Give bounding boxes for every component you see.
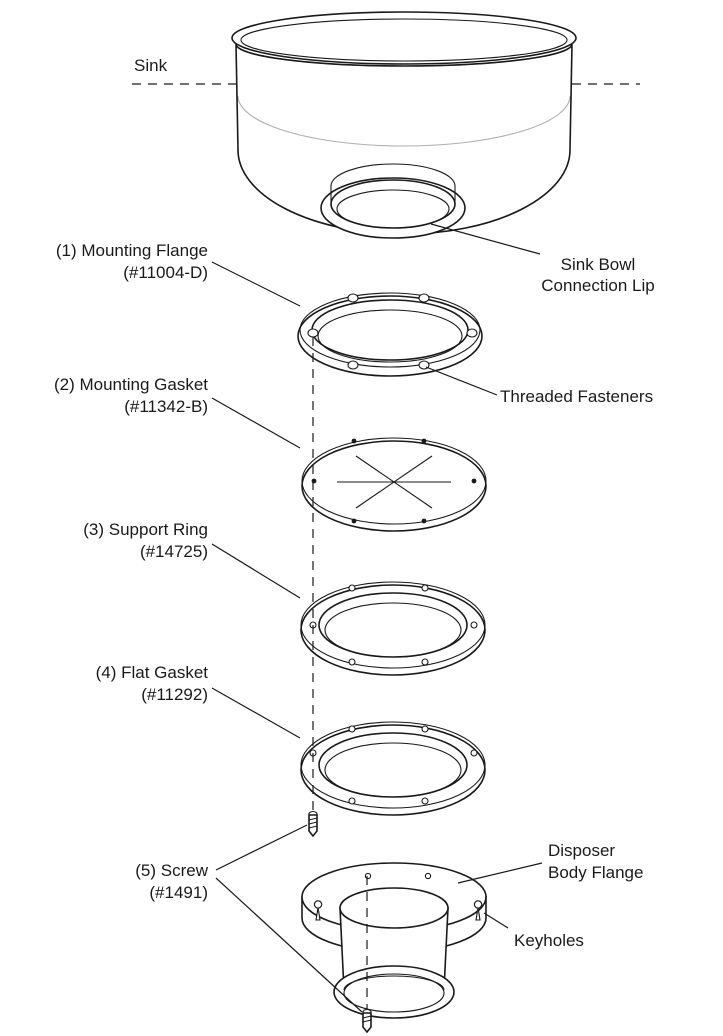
label-part2-name: (2) Mounting Gasket [54,375,208,394]
label-threaded-fasteners: Threaded Fasteners [500,387,653,406]
label-part3-code: (#14725) [140,542,208,561]
screw-lower [362,1008,372,1034]
leader-part3 [211,543,301,599]
leader-part5-upper [215,824,308,871]
leader-part1 [211,261,301,307]
label-part3-name: (3) Support Ring [83,520,208,539]
label-disposer-2: Body Flange [548,863,643,882]
label-part1-name: (1) Mounting Flange [56,241,208,260]
screw-upper [308,810,318,838]
disposer-body-flange [301,862,487,1019]
flat-gasket [300,721,486,816]
label-part5-code: (#1491) [149,883,208,902]
label-sink-bowl-1: Sink Bowl [561,255,636,274]
label-part1-code: (#11004-D) [123,263,208,282]
leader-sink-bowl [430,223,541,255]
leader-threaded-fasteners [425,366,498,396]
leader-part2 [211,397,301,449]
label-part4-code: (#11292) [141,685,208,704]
mounting-flange [297,292,483,377]
label-part5-name: (5) Screw [135,861,208,880]
label-disposer-1: Disposer [548,841,615,860]
leader-disposer-flange [457,862,543,884]
leader-part5-lower [215,877,363,1013]
leader-part4 [211,687,301,739]
mounting-gasket [301,437,487,532]
sink-bowl-connection-lip [320,163,466,239]
support-ring [300,581,486,676]
sink-bowl [231,11,577,235]
leader-keyholes [483,912,509,929]
label-sink: Sink [134,56,168,75]
label-part4-name: (4) Flat Gasket [96,663,209,682]
label-keyholes: Keyholes [514,931,584,950]
label-part2-code: (#11342-B) [124,397,208,416]
label-sink-bowl-2: Connection Lip [541,276,654,295]
